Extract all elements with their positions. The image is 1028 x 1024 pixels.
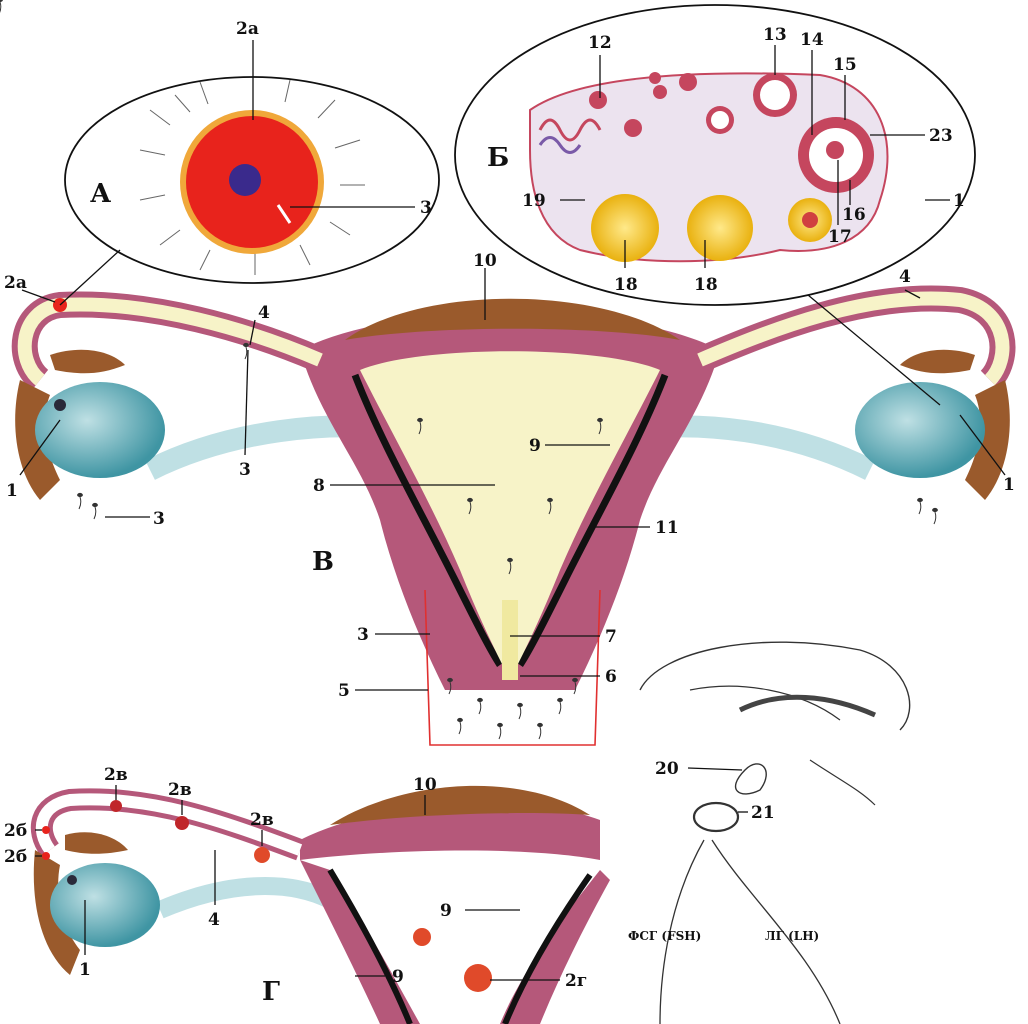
label-4-right: 4 <box>899 267 911 287</box>
sperm-cell <box>93 503 98 519</box>
primordial-follicle-2 <box>624 119 642 137</box>
right-fimbria-top <box>900 350 975 373</box>
panel-a-egg-nucleus <box>229 164 261 196</box>
label-18b: 18 <box>694 275 718 295</box>
left-fimbria-top <box>50 350 125 373</box>
sperm-cell <box>538 723 543 739</box>
g-zygote-2 <box>175 816 189 830</box>
label-21: 21 <box>751 803 775 823</box>
label-4-left: 4 <box>258 303 270 323</box>
label-14: 14 <box>800 30 824 50</box>
primordial-follicle-5 <box>679 73 697 91</box>
growing-follicle-center <box>711 111 729 129</box>
cervical-canal <box>502 600 518 680</box>
sperm-cell <box>918 498 923 514</box>
g-blastocyst <box>464 964 492 992</box>
g-morula <box>254 847 270 863</box>
sperm-cell <box>78 493 83 509</box>
hypothalamus <box>736 764 767 794</box>
sperm-cell <box>933 508 938 524</box>
secondary-follicle-antrum <box>760 80 790 110</box>
label-3-a: 3 <box>420 198 432 218</box>
panel-a-group <box>60 40 439 305</box>
g-ligament <box>160 886 330 910</box>
label-4-g: 4 <box>208 910 220 930</box>
label-13: 13 <box>763 25 787 45</box>
label-10-g: 10 <box>413 775 437 795</box>
sperm-cell <box>458 718 463 734</box>
label-15: 15 <box>833 55 857 75</box>
label-2v-3: 2в <box>250 810 274 830</box>
label-2g: 2г <box>565 971 587 991</box>
left-ovary-egg <box>54 399 66 411</box>
primordial-follicle-4 <box>653 85 667 99</box>
label-11: 11 <box>655 518 679 538</box>
label-3-vagina: 3 <box>357 625 369 645</box>
pituitary <box>694 803 738 831</box>
label-5: 5 <box>338 681 350 701</box>
label-23: 23 <box>929 126 953 146</box>
label-9: 9 <box>529 436 541 456</box>
primordial-follicle-3 <box>649 72 661 84</box>
g-zygote-1 <box>110 800 122 812</box>
label-3-bottom: 3 <box>153 509 165 529</box>
label-12: 12 <box>588 33 612 53</box>
label-lh: ЛГ (LH) <box>765 929 819 943</box>
g-ovary-egg <box>67 875 77 885</box>
panel-label-a: А <box>90 179 111 209</box>
sperm-cell <box>0 0 2 14</box>
label-10: 10 <box>473 251 497 271</box>
label-20: 20 <box>655 759 679 779</box>
label-18a: 18 <box>614 275 638 295</box>
label-2a-top: 2а <box>236 19 259 39</box>
panel-label-g: Г <box>262 977 280 1007</box>
g-blastocyst-small <box>413 928 431 946</box>
label-2b-bottom: 2б <box>4 847 27 867</box>
sperm-cell <box>498 723 503 739</box>
label-19: 19 <box>522 191 546 211</box>
label-2a-tube: 2а <box>4 273 27 293</box>
panel-label-v: В <box>312 547 334 577</box>
left-ovary <box>35 382 165 478</box>
label-3-tube: 3 <box>239 460 251 480</box>
corpus-luteum-2 <box>687 195 753 261</box>
g-ovary <box>50 863 160 947</box>
label-9-g-top: 9 <box>440 901 452 921</box>
sperm-cell <box>478 698 483 714</box>
label-17: 17 <box>828 227 852 247</box>
label-6: 6 <box>605 667 617 687</box>
label-1-left: 1 <box>6 481 18 501</box>
g-fimbria-top <box>65 832 128 853</box>
label-1-right: 1 <box>1003 475 1015 495</box>
label-2v-1: 2в <box>104 765 128 785</box>
label-1-b: 1 <box>953 191 965 211</box>
g-egg-2b-top <box>42 826 50 834</box>
g-egg-2b-bottom <box>42 852 50 860</box>
main-uterus-group <box>15 298 1010 690</box>
label-7: 7 <box>605 627 617 647</box>
label-16: 16 <box>842 205 866 225</box>
label-fsh: ФСГ (FSH) <box>628 929 701 943</box>
mature-follicle-oocyte <box>826 141 844 159</box>
primordial-follicle-1 <box>589 91 607 109</box>
label-9-g-bottom: 9 <box>392 967 404 987</box>
sperm-cell <box>558 698 563 714</box>
label-2v-2: 2в <box>168 780 192 800</box>
sperm-cell <box>518 703 523 719</box>
panel-g-group <box>34 785 640 1024</box>
brain-sketch <box>640 642 910 1024</box>
label-8: 8 <box>313 476 325 496</box>
corpus-luteum-3-core <box>802 212 818 228</box>
label-1-g: 1 <box>79 960 91 980</box>
label-2b-top: 2б <box>4 821 27 841</box>
right-ovary <box>855 382 985 478</box>
panel-label-b: Б <box>487 143 509 173</box>
